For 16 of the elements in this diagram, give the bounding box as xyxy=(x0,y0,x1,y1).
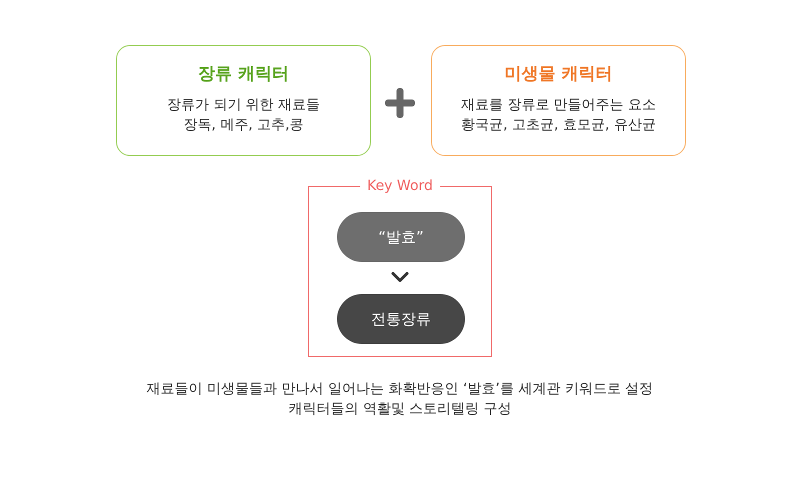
caption-text: 캐릭터들의 역활및 스토리텔링 구성 xyxy=(288,400,512,419)
card-text: 황국균, 고초균, 효모균, 유산균 xyxy=(461,116,656,135)
pill-label: 전통장류 xyxy=(371,309,431,329)
card-title: 장류 캐릭터 xyxy=(198,63,289,85)
keyword-pill xyxy=(337,294,465,344)
card-title: 미생물 캐릭터 xyxy=(504,63,612,85)
caption-text: 재료들이 미생물들과 만나서 일어나는 화확반응인 ‘발효’를 세계관 키워드로 설정 xyxy=(146,380,654,399)
keyword-pill xyxy=(337,212,465,262)
frame-heading: Key Word xyxy=(360,177,440,195)
card-text: 장류가 되기 위한 재료들 xyxy=(166,96,320,115)
pill-label: “발효” xyxy=(378,227,424,247)
character-card xyxy=(431,45,686,156)
character-card xyxy=(116,45,371,156)
card-text: 장독, 메주, 고추,콩 xyxy=(183,116,304,135)
chevron-arrow xyxy=(392,272,408,282)
card-text: 재료를 장류로 만들어주는 요소 xyxy=(460,96,656,115)
